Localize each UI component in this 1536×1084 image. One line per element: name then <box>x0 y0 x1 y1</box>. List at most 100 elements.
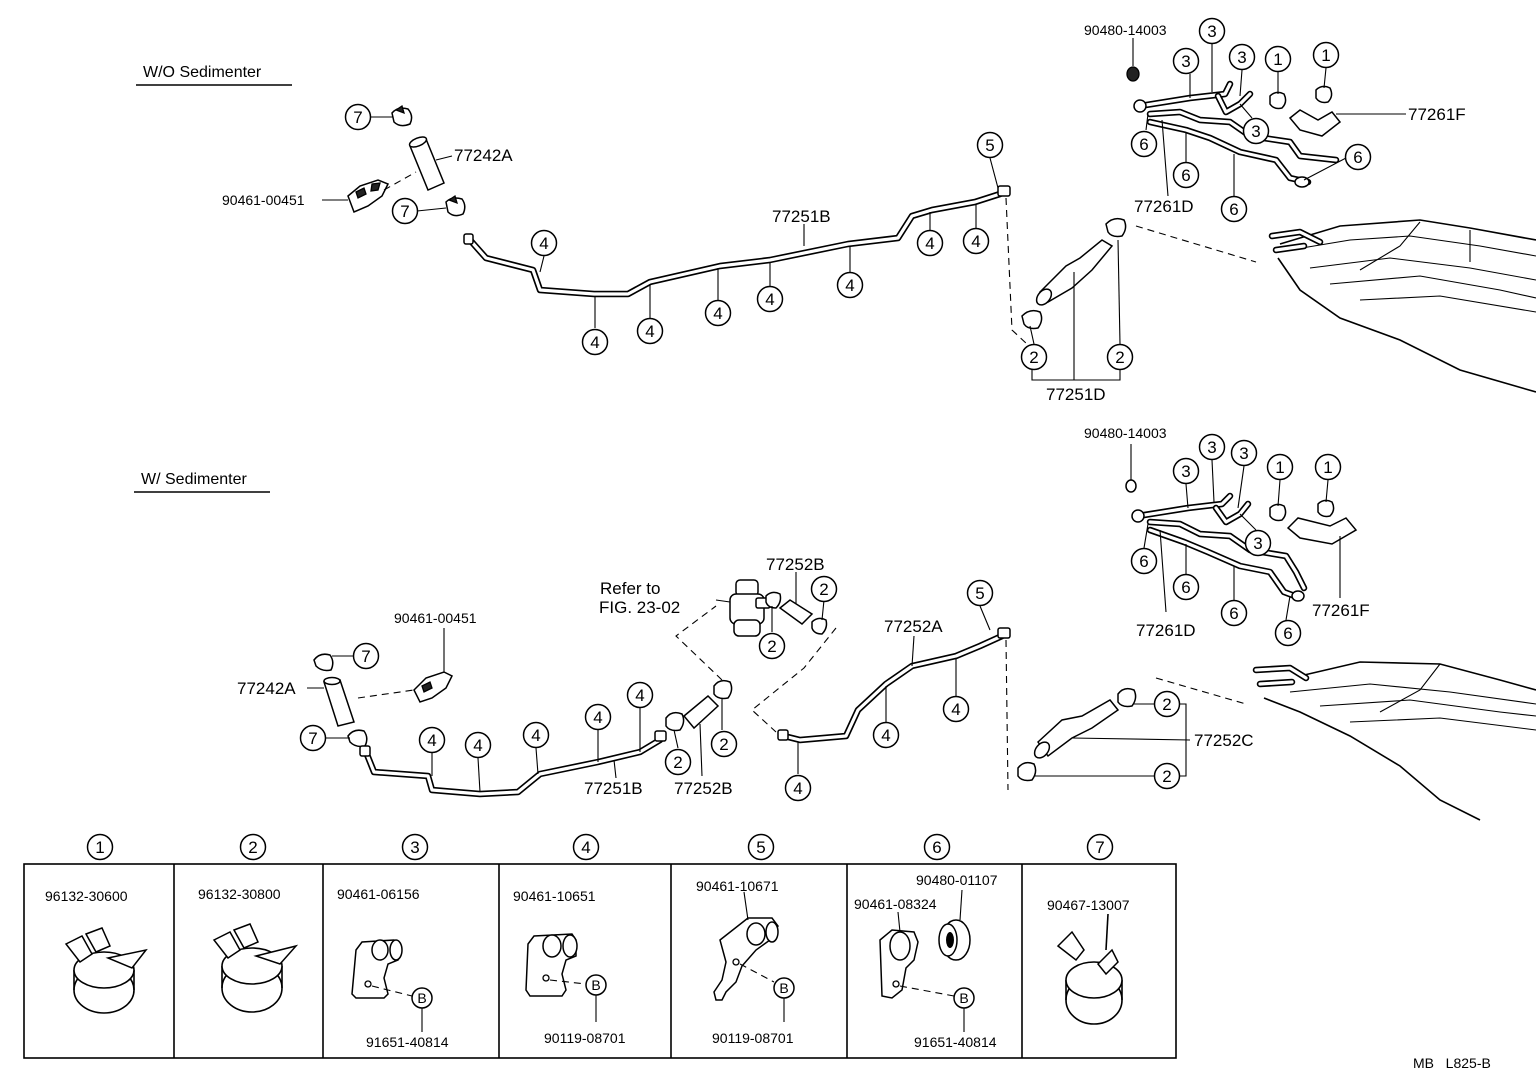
svg-text:2: 2 <box>1162 767 1171 786</box>
callout-4: 4 <box>942 695 970 723</box>
clamp-2-icon <box>811 617 828 635</box>
svg-text:7: 7 <box>1095 838 1104 857</box>
label-77251d: 77251D <box>1046 385 1106 404</box>
clamp-1-icon <box>1315 85 1333 104</box>
clamp-2-icon <box>1117 687 1137 708</box>
callout-4: 4 <box>464 731 492 759</box>
svg-text:5: 5 <box>975 584 984 603</box>
svg-text:4: 4 <box>581 838 590 857</box>
leader-line <box>613 759 617 779</box>
legend-part-96132-30600: 96132-30600 <box>45 888 128 904</box>
svg-text:7: 7 <box>361 647 370 666</box>
callout-leaders <box>1145 44 1406 197</box>
svg-text:B: B <box>779 980 788 996</box>
clamp-2-icon <box>765 591 782 609</box>
clamp-2-icon <box>1105 217 1127 238</box>
svg-text:4: 4 <box>645 322 654 341</box>
clamp-1-icon <box>1317 499 1335 518</box>
legend-part-90480-01107: 90480-01107 <box>916 872 998 888</box>
grommet-90480-14003 <box>1125 479 1137 493</box>
svg-text:6: 6 <box>932 838 941 857</box>
callout-2: 2 <box>664 748 692 776</box>
callout-2: 2 <box>1153 762 1181 790</box>
svg-text:2: 2 <box>1162 695 1171 714</box>
bottom-callouts: 7 7 4 4 4 4 4 2 2 2 2 4 4 4 5 2 2 3 3 3 … <box>299 433 1342 802</box>
dashed-leader <box>1005 197 1029 346</box>
bracket-90461-00451 <box>413 671 454 703</box>
svg-text:1: 1 <box>1275 458 1284 477</box>
callout-3: 3 <box>1244 529 1272 557</box>
callout-4: 4 <box>784 774 812 802</box>
hose-77251d <box>1035 239 1114 306</box>
svg-text:B: B <box>417 990 426 1006</box>
label-77251b: 77251B <box>772 207 831 226</box>
dashed-leader <box>899 985 955 997</box>
hose-77242a <box>408 136 445 191</box>
callout-3: 3 <box>1172 47 1200 75</box>
legend-header-3: 3 <box>401 833 429 861</box>
legend-part-96132-30800: 96132-30800 <box>198 886 281 902</box>
svg-text:4: 4 <box>635 686 644 705</box>
svg-text:1: 1 <box>1321 46 1330 65</box>
dashed-leader <box>549 979 587 985</box>
label-77252b: 77252B <box>674 779 733 798</box>
leader-line <box>699 723 703 777</box>
leader-line <box>959 889 963 921</box>
dashed-leader <box>383 171 417 191</box>
clamp-7-icon <box>347 729 368 748</box>
callout-1: 1 <box>1312 41 1340 69</box>
fuel-pipe-77251b <box>463 185 1011 298</box>
svg-text:B: B <box>591 977 600 993</box>
label-77242a: 77242A <box>454 146 513 165</box>
callout-1: 1 <box>1264 45 1292 73</box>
svg-text:4: 4 <box>845 276 854 295</box>
svg-text:4: 4 <box>473 736 482 755</box>
bolt-b-marker: B <box>411 987 433 1009</box>
legend-header-5: 5 <box>747 833 775 861</box>
clip-6-icon <box>879 929 919 999</box>
callout-3: 3 <box>1172 457 1200 485</box>
callout-7: 7 <box>391 197 419 225</box>
hose-77242a <box>323 676 355 727</box>
bracket-line-77252c <box>1034 703 1191 777</box>
leader-line <box>435 155 453 161</box>
svg-text:4: 4 <box>427 731 436 750</box>
callout-4: 4 <box>836 271 864 299</box>
fuel-tank-outline <box>1268 219 1536 393</box>
svg-text:7: 7 <box>353 108 362 127</box>
callout-6: 6 <box>1220 195 1248 223</box>
svg-text:7: 7 <box>400 202 409 221</box>
legend-part-90461-10651: 90461-10651 <box>513 888 596 904</box>
legend-header-7: 7 <box>1086 833 1114 861</box>
legend-part-90461-10671: 90461-10671 <box>696 878 779 894</box>
callout-1: 1 <box>1266 453 1294 481</box>
legend-header-4: 4 <box>572 833 600 861</box>
callout-4: 4 <box>636 317 664 345</box>
svg-text:6: 6 <box>1139 552 1148 571</box>
leader-line <box>673 729 679 749</box>
label-77261f: 77261F <box>1408 105 1466 124</box>
legend-part-91651-40814: 91651-40814 <box>366 1034 449 1050</box>
legend-part-91651-40814: 91651-40814 <box>914 1034 997 1050</box>
legend-table <box>23 863 1177 1059</box>
label-77242a: 77242A <box>237 679 296 698</box>
callout-1: 1 <box>1314 453 1342 481</box>
legend-header-2: 2 <box>239 833 267 861</box>
callout-7: 7 <box>299 724 327 752</box>
callout-6: 6 <box>1220 599 1248 627</box>
bracket-line <box>1031 370 1121 381</box>
callout-4: 4 <box>916 229 944 257</box>
callout-3: 3 <box>1198 17 1226 45</box>
svg-text:3: 3 <box>1253 534 1262 553</box>
callout-6: 6 <box>1130 547 1158 575</box>
label-90461-00451: 90461-00451 <box>394 610 477 626</box>
hose-77261f <box>1288 109 1342 137</box>
callout-2: 2 <box>1020 343 1048 371</box>
svg-text:4: 4 <box>765 290 774 309</box>
svg-text:4: 4 <box>793 779 802 798</box>
legend-part-90467-13007: 90467-13007 <box>1047 897 1130 913</box>
svg-text:6: 6 <box>1229 604 1238 623</box>
svg-text:2: 2 <box>673 753 682 772</box>
bracket-90461-00451 <box>347 179 390 213</box>
callout-2: 2 <box>1106 343 1134 371</box>
